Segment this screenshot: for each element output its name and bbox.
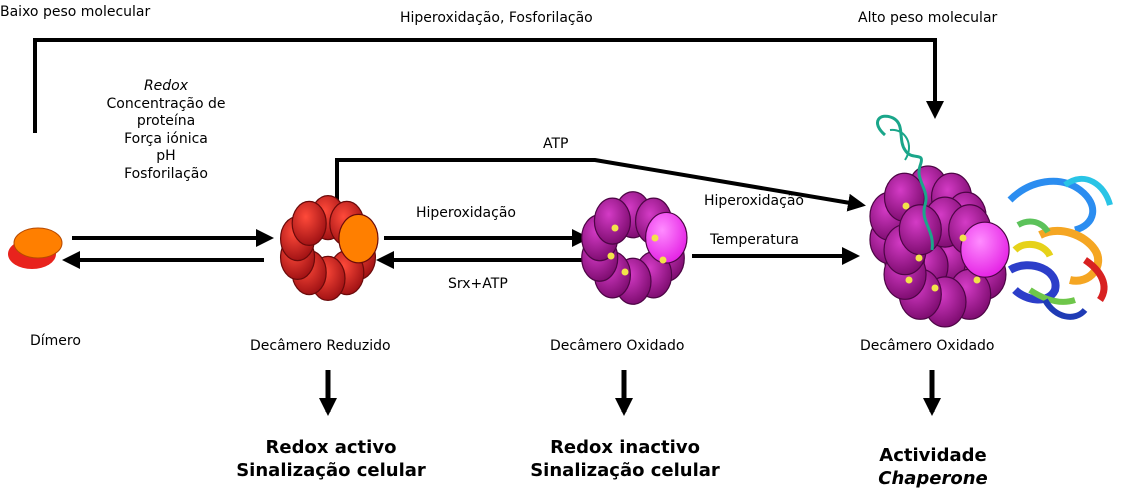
outcome-oxidized-line1: Redox inactivo [550,437,700,458]
decamer-oxidized-label: Decâmero Oxidado [550,338,685,354]
outcome-reduced-line2: Sinalização celular [236,460,426,482]
condition-phosphorylation: Fosforilação [124,165,208,182]
high-mw-complex-icon [869,165,1010,328]
outcome-reduced-line1: Redox activo [265,437,397,458]
outcome-reduced: Redox activo Sinalização celular [218,436,444,483]
top-center-label: Hiperoxidação, Fosforilação [400,10,593,26]
condition-ionic-strength: Força iónica [124,130,208,147]
dimer-label: Dímero [30,333,81,349]
down-arrows [319,370,941,416]
atp-arrow [335,158,866,212]
conditions-list: Redox Concentração de proteína Força ión… [82,78,250,183]
hiperoxidacao-label: Hiperoxidação [416,205,516,221]
decamer-reduced-icon [279,195,379,301]
decamer-oxidized-icon [581,191,688,305]
atp-label: ATP [543,136,569,152]
dimer-reduced-arrows [62,229,274,269]
chaperone-structure-icon [876,114,1113,320]
decamer-oxidized-2-label: Decâmero Oxidado [860,338,995,354]
top-right-label: Alto peso molecular [858,10,998,26]
condition-ph: pH [156,148,176,164]
outcome-chaperone-line1: Actividade [879,445,987,466]
condition-protein: proteína [136,113,196,129]
hiperoxidacao-temp-label: Hiperoxidação [704,193,804,209]
outcome-oxidized-line2: Sinalização celular [530,460,720,482]
condition-redox: Redox [143,78,189,94]
outcome-oxidized: Redox inactivo Sinalização celular [512,436,738,483]
top-arrow [33,38,944,133]
dimer-icon [8,227,63,269]
top-left-label: Baixo peso molecular [0,4,151,20]
condition-concentration: Concentração de [106,95,226,112]
temperatura-label: Temperatura [710,232,799,248]
outcome-chaperone-line2: Chaperone [878,468,988,490]
outcome-chaperone: Actividade Chaperone [838,444,1028,491]
reduced-oxidized-arrows [376,229,590,269]
srx-atp-label: Srx+ATP [448,276,508,292]
decamer-reduced-label: Decâmero Reduzido [250,338,391,354]
